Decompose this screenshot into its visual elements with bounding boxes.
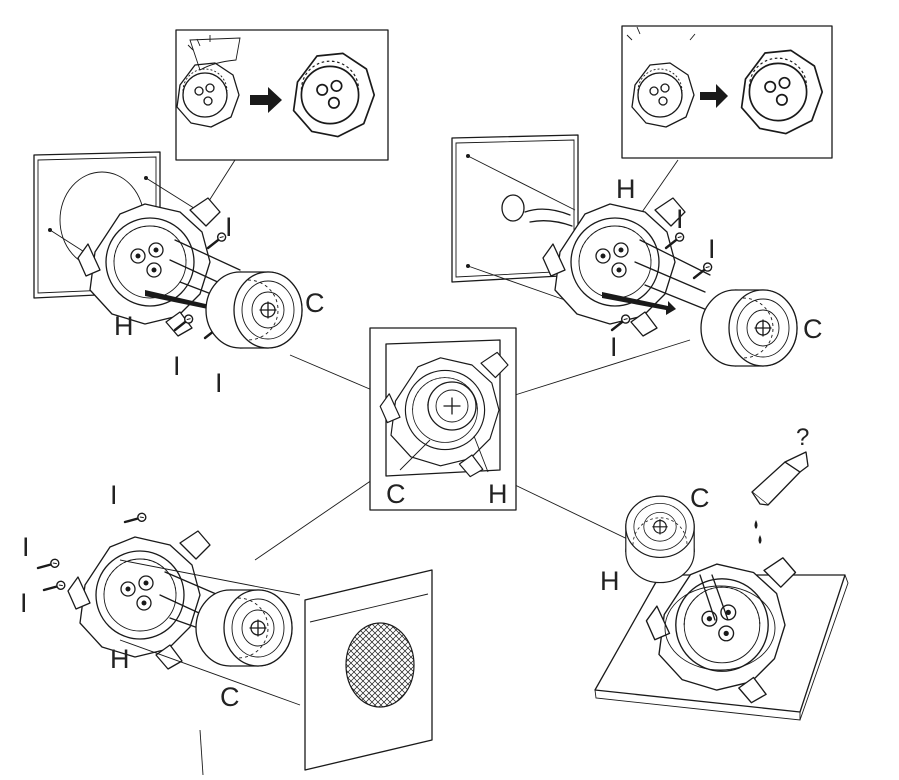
label-c-top-left: C <box>305 288 325 318</box>
labels: H C I I I H C I I I C H I I I H C C H ? <box>20 174 823 712</box>
inset-top-left <box>175 29 389 161</box>
label-c-center: C <box>386 479 406 509</box>
assembly-top-left <box>33 151 303 349</box>
label-i-top-left-1: I <box>225 212 233 242</box>
connector-lines <box>199 159 691 776</box>
label-c-top-right: C <box>803 314 823 344</box>
label-c-bottom-left: C <box>220 682 240 712</box>
label-h-center: H <box>488 479 508 509</box>
label-i-bottom-left-3: I <box>20 588 28 618</box>
label-i-top-right-1: I <box>676 204 684 234</box>
label-i-top-left-2: I <box>173 351 181 381</box>
label-h-top-left: H <box>114 311 134 341</box>
inset-top-right <box>621 25 833 159</box>
label-i-top-right-3: I <box>610 332 618 362</box>
label-i-top-left-3: I <box>215 368 223 398</box>
assembly-bottom-left <box>36 509 433 771</box>
label-c-bottom-right: C <box>690 483 710 513</box>
label-i-top-right-2: I <box>708 234 716 264</box>
label-i-bottom-left-1: I <box>110 480 118 510</box>
assembly-bottom-right <box>594 451 849 721</box>
label-h-bottom-right: H <box>600 566 620 596</box>
label-h-bottom-left: H <box>110 644 130 674</box>
center-detail <box>369 327 517 511</box>
label-i-bottom-left-2: I <box>22 532 30 562</box>
label-h-top-right: H <box>616 174 636 204</box>
label-question: ? <box>796 424 809 451</box>
assembly-top-right <box>451 134 798 367</box>
